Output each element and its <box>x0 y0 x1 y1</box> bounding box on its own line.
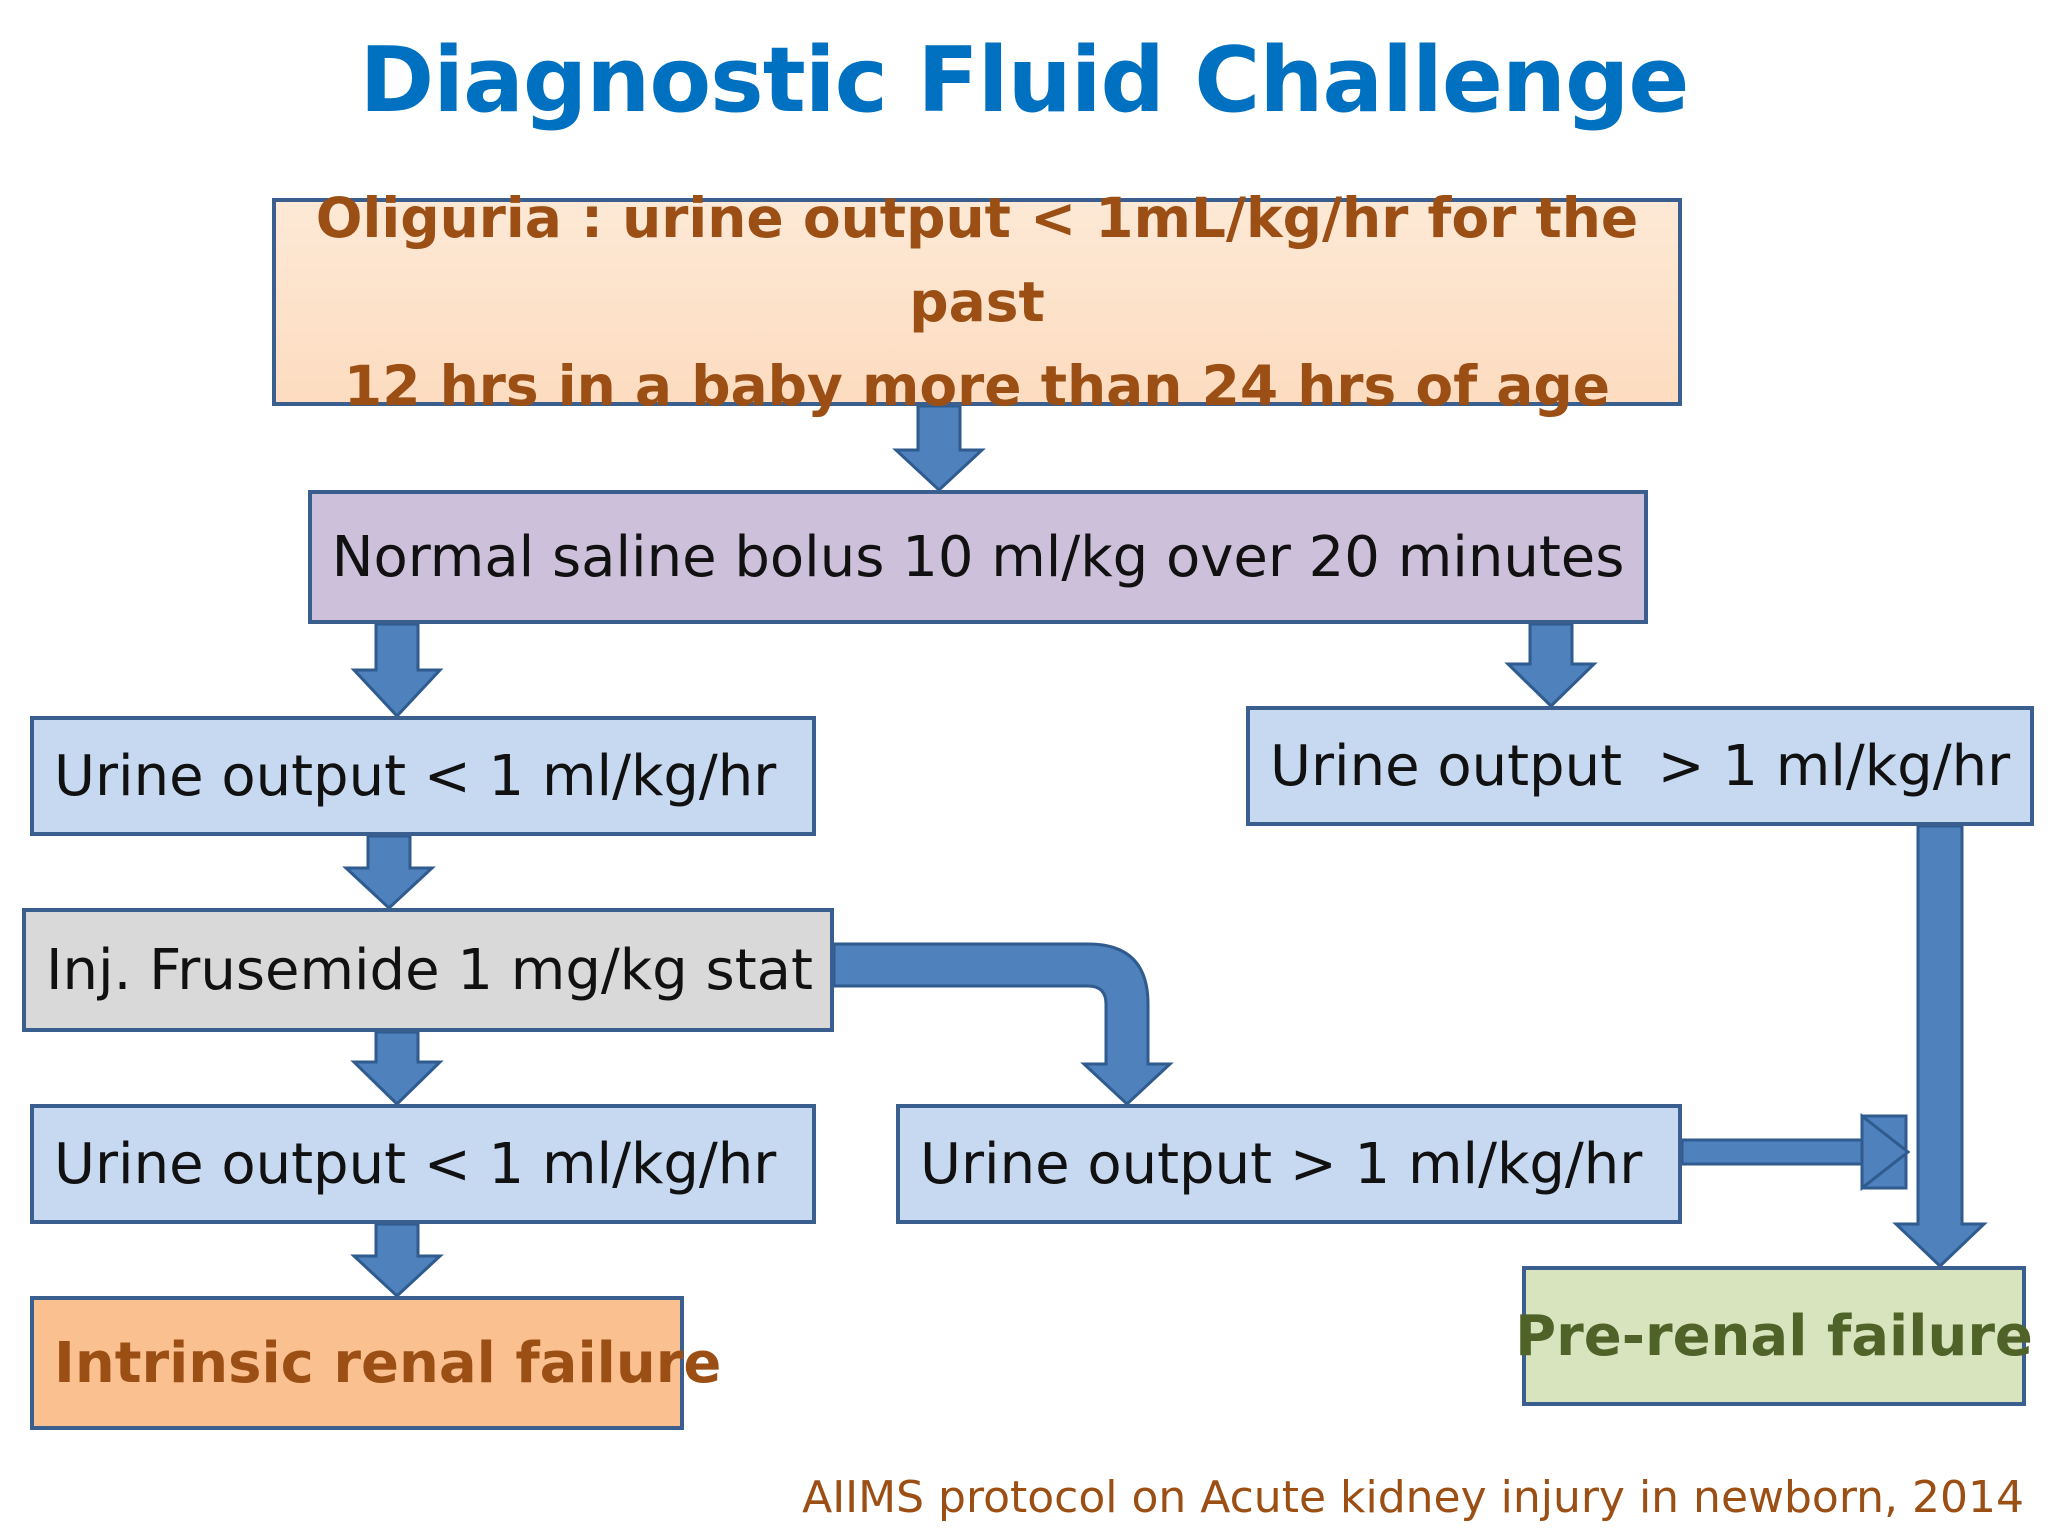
arrow-uo-less-2-to-intrinsic <box>350 1222 444 1299</box>
intrinsic-renal-failure-label: Intrinsic renal failure <box>54 1330 722 1396</box>
arrow-uo-greater-to-prerenal <box>1892 824 1988 1269</box>
arrow-oliguria-to-saline <box>892 404 986 493</box>
urine-output-greater-second-label: Urine output > 1 ml/kg/hr <box>920 1131 1643 1197</box>
oliguria-line-2: 12 hrs in a baby more than 24 hrs of age <box>343 354 1611 418</box>
saline-bolus-box: Normal saline bolus 10 ml/kg over 20 min… <box>308 490 1648 624</box>
citation: AIIMS protocol on Acute kidney injury in… <box>802 1472 2024 1523</box>
urine-output-less-label: Urine output < 1 ml/kg/hr <box>54 743 777 809</box>
pre-renal-failure-label: Pre-renal failure <box>1515 1303 2033 1369</box>
urine-output-greater-label: Urine output > 1 ml/kg/hr <box>1270 733 2011 799</box>
frusemide-label: Inj. Frusemide 1 mg/kg stat <box>46 937 813 1003</box>
arrow-saline-to-uo-greater <box>1504 622 1598 709</box>
arrow-frusemide-to-uo-greater-2 <box>832 942 1174 1107</box>
arrow-saline-to-uo-less <box>350 622 444 719</box>
arrow-frusemide-to-uo-less-2 <box>350 1030 444 1107</box>
intrinsic-renal-failure-box: Intrinsic renal failure <box>30 1296 721 1430</box>
arrow-uo-less-to-frusemide <box>342 834 436 911</box>
urine-output-greater-box: Urine output > 1 ml/kg/hr <box>1246 706 2034 826</box>
page-title: Diagnostic Fluid Challenge <box>359 28 1690 133</box>
frusemide-box: Inj. Frusemide 1 mg/kg stat <box>22 908 834 1032</box>
oliguria-box: Oliguria : urine output < 1mL/kg/hr for … <box>272 186 1682 418</box>
oliguria-line-1: Oliguria : urine output < 1mL/kg/hr for … <box>315 186 1639 334</box>
pre-renal-failure-box: Pre-renal failure <box>1515 1266 2033 1406</box>
urine-output-greater-second-box: Urine output > 1 ml/kg/hr <box>896 1104 1682 1224</box>
urine-output-less-second-box: Urine output < 1 ml/kg/hr <box>30 1104 816 1224</box>
urine-output-less-second-label: Urine output < 1 ml/kg/hr <box>54 1131 777 1197</box>
saline-bolus-label: Normal saline bolus 10 ml/kg over 20 min… <box>331 524 1625 590</box>
arrow-head-fix <box>1860 1112 1911 1192</box>
urine-output-less-box: Urine output < 1 ml/kg/hr <box>30 716 816 836</box>
